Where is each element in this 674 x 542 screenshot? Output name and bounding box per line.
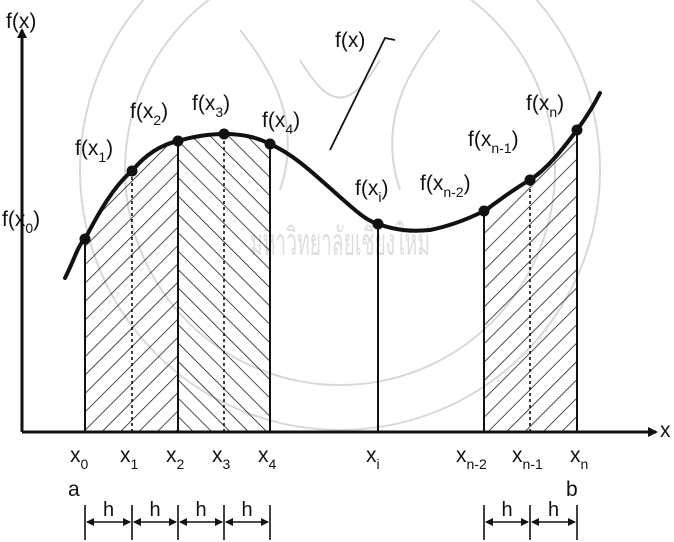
x-tick-8: xn bbox=[570, 444, 588, 472]
curve-point-0 bbox=[79, 233, 91, 245]
x-tick-3: x3 bbox=[212, 444, 231, 472]
x-tick-4: x4 bbox=[258, 444, 277, 472]
point-label-6: f(xn-2) bbox=[420, 172, 471, 200]
curve-point-8 bbox=[571, 124, 583, 136]
h-label-4: h bbox=[501, 499, 512, 521]
y-axis-label: f(x) bbox=[6, 10, 36, 33]
curve-point-7 bbox=[524, 174, 536, 186]
h-label-bg-2 bbox=[192, 504, 210, 518]
hatch-strip-n-1 bbox=[484, 180, 530, 432]
x-tick-0: x0 bbox=[70, 444, 89, 472]
curve-label-leader bbox=[329, 36, 396, 151]
curve-point-1 bbox=[126, 165, 138, 177]
curve-point-3 bbox=[218, 128, 230, 140]
point-label-2: f(x2) bbox=[130, 100, 168, 128]
point-label-5: f(xi) bbox=[355, 177, 388, 205]
h-label-0: h bbox=[103, 499, 114, 521]
x-tick-6: xn-2 bbox=[456, 444, 487, 472]
hatch-strip-4 bbox=[224, 134, 270, 432]
point-label-3: f(x3) bbox=[192, 92, 230, 120]
x-tick-1: x1 bbox=[120, 444, 139, 472]
h-label-bg-1 bbox=[146, 504, 164, 518]
h-label-3: h bbox=[241, 499, 252, 521]
hatch-strip-2 bbox=[132, 141, 178, 432]
curve-point-4 bbox=[264, 138, 276, 150]
h-label-bg-4 bbox=[498, 504, 516, 518]
x-tick-7: xn-1 bbox=[512, 444, 543, 472]
curve-label: f(x) bbox=[335, 29, 365, 52]
endpoint-b: b bbox=[566, 478, 578, 501]
curve-point-5 bbox=[372, 218, 384, 230]
hatch-strip-3 bbox=[178, 134, 224, 432]
curve-points bbox=[79, 124, 583, 245]
x-tick-2: x2 bbox=[166, 444, 185, 472]
h-label-bg-5 bbox=[544, 504, 563, 518]
h-label-bg-3 bbox=[238, 504, 256, 518]
point-labels: f(x0) f(x1) f(x2) f(x3) f(x4) f(xi) f(xn-2) f(x… bbox=[2, 92, 564, 236]
h-label-1: h bbox=[149, 499, 160, 521]
hatched-regions bbox=[85, 130, 577, 432]
point-label-4: f(x4) bbox=[262, 109, 300, 137]
curve-point-2 bbox=[172, 135, 184, 147]
point-label-0: f(x0) bbox=[2, 208, 40, 236]
curve-point-6 bbox=[478, 205, 490, 217]
hatch-strip-n bbox=[530, 130, 577, 432]
endpoint-a: a bbox=[68, 478, 80, 501]
x-tick-5: xi bbox=[366, 444, 380, 472]
point-label-8: f(xn) bbox=[526, 92, 564, 120]
h-label-bg-0 bbox=[99, 504, 118, 518]
ordinate-lines bbox=[84, 130, 578, 432]
x-axis-label: x bbox=[660, 419, 671, 442]
watermark-seal: มหาวิทยาลัยเชียงใหม่ bbox=[79, 0, 601, 431]
point-label-7: f(xn-1) bbox=[468, 128, 519, 156]
x-tick-labels: x0 x1 x2 x3 x4 xi xn-2 xn-1 xn bbox=[70, 444, 588, 472]
h-label-5: h bbox=[548, 499, 559, 521]
hatch-strip-1 bbox=[85, 171, 132, 432]
h-label-2: h bbox=[195, 499, 206, 521]
watermark-text: มหาวิทยาลัยเชียงใหม่ bbox=[250, 221, 430, 264]
point-label-1: f(x1) bbox=[75, 137, 113, 165]
